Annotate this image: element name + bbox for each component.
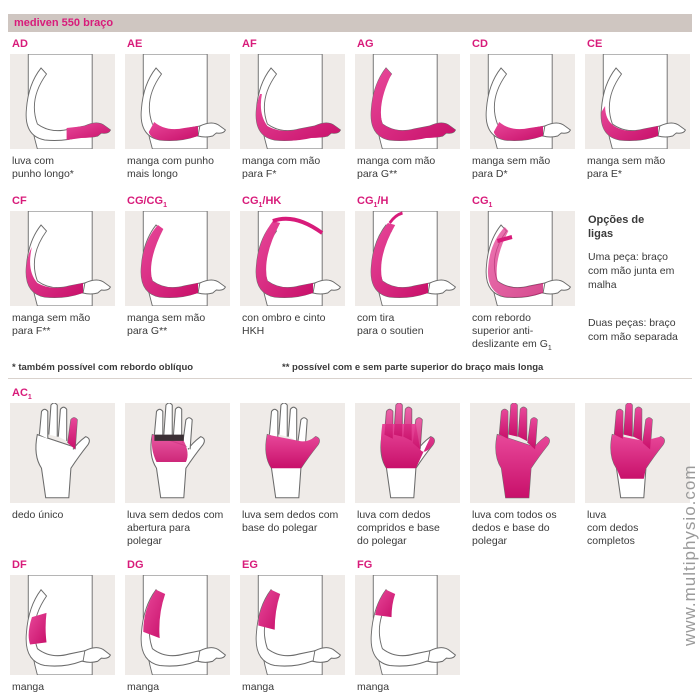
illustration-cf1 — [10, 211, 115, 306]
code-cd: CD — [472, 38, 488, 50]
code-cg-hk3: CG1/HK — [242, 195, 282, 210]
code-cf1: CF — [12, 195, 27, 207]
illustration-cd — [470, 54, 575, 149]
code-cg-cg2: CG/CG1 — [127, 195, 167, 210]
caption-ce: manga sem mão para E* — [587, 155, 666, 180]
code-ad: AD — [12, 38, 28, 50]
hand-caption-complete: luva com dedos completos — [587, 509, 639, 547]
hand-illustration-fingerless-open — [125, 403, 230, 503]
code-dg: DG — [127, 559, 144, 571]
caption-cg-h4: com tira para o soutien — [357, 312, 424, 337]
hand-section-code: AC1 — [12, 387, 32, 402]
hand-illustration-long-fingers — [355, 403, 460, 503]
caption-ag: manga com mão para G** — [357, 155, 436, 180]
divider — [8, 378, 692, 379]
illustration-ce — [585, 54, 690, 149]
code-fg: FG — [357, 559, 373, 571]
title-bar: mediven 550 braço — [8, 14, 692, 32]
code-df: DF — [12, 559, 27, 571]
illustration-dg — [125, 575, 230, 675]
hand-caption-fingerless-base: luva sem dedos com base do polegar — [242, 509, 339, 534]
code-eg: EG — [242, 559, 258, 571]
illustration-cg-h4 — [355, 211, 460, 306]
code-cg-h4: CG1/H — [357, 195, 389, 210]
illustration-ad — [10, 54, 115, 149]
caption-cf1: manga sem mão para F** — [12, 312, 91, 337]
caption-ad: luva com punho longo* — [12, 155, 74, 180]
caption-cg-hk3: con ombro e cinto HKH — [242, 312, 326, 337]
code-ce: CE — [587, 38, 603, 50]
illustration-ae — [125, 54, 230, 149]
options-item-two-piece: Duas peças: braço com mão separada — [588, 317, 678, 343]
caption-cg-cg2: manga sem mão para G** — [127, 312, 206, 337]
illustration-fg — [355, 575, 460, 675]
code-ag: AG — [357, 38, 374, 50]
illustration-af — [240, 54, 345, 149]
code-ae: AE — [127, 38, 143, 50]
options-item-one-piece: Uma peça: braço com mão junta em malha — [588, 251, 675, 291]
hand-illustration-single — [10, 403, 115, 503]
note-single-star: * também possível com rebordo oblíquo — [12, 362, 194, 373]
illustration-df — [10, 575, 115, 675]
caption-cd: manga sem mão para D* — [472, 155, 551, 180]
watermark: www.multiphysio.com — [680, 464, 699, 646]
page-title: mediven 550 braço — [14, 17, 114, 29]
code-cg5: CG1 — [472, 195, 493, 210]
hand-illustration-complete — [585, 403, 690, 503]
hand-illustration-fingerless-base — [240, 403, 345, 503]
hand-caption-single: dedo único — [12, 509, 64, 521]
hand-illustration-all-fingers — [470, 403, 575, 503]
caption-fg: manga — [357, 681, 390, 693]
hand-caption-fingerless-open: luva sem dedos com abertura para polegar — [127, 509, 224, 547]
caption-af: manga com mão para F* — [242, 155, 321, 180]
caption-df: manga — [12, 681, 45, 693]
caption-ae: manga com punho mais longo — [127, 155, 214, 180]
illustration-cg5 — [470, 211, 575, 306]
note-double-star: ** possível com e sem parte superior do … — [282, 362, 544, 373]
hand-caption-long-fingers: luva com dedos compridos e base do poleg… — [357, 509, 440, 547]
code-af: AF — [242, 38, 257, 50]
illustration-eg — [240, 575, 345, 675]
illustration-cg-cg2 — [125, 211, 230, 306]
illustration-ag — [355, 54, 460, 149]
caption-dg: manga — [127, 681, 160, 693]
hand-caption-all-fingers: luva com todos os dedos e base do polega… — [472, 509, 557, 547]
options-title: Opções de ligas — [588, 214, 645, 240]
illustration-cg-hk3 — [240, 211, 345, 306]
caption-eg: manga — [242, 681, 275, 693]
caption-cg5: com rebordo superior anti- deslizante em… — [472, 312, 552, 353]
